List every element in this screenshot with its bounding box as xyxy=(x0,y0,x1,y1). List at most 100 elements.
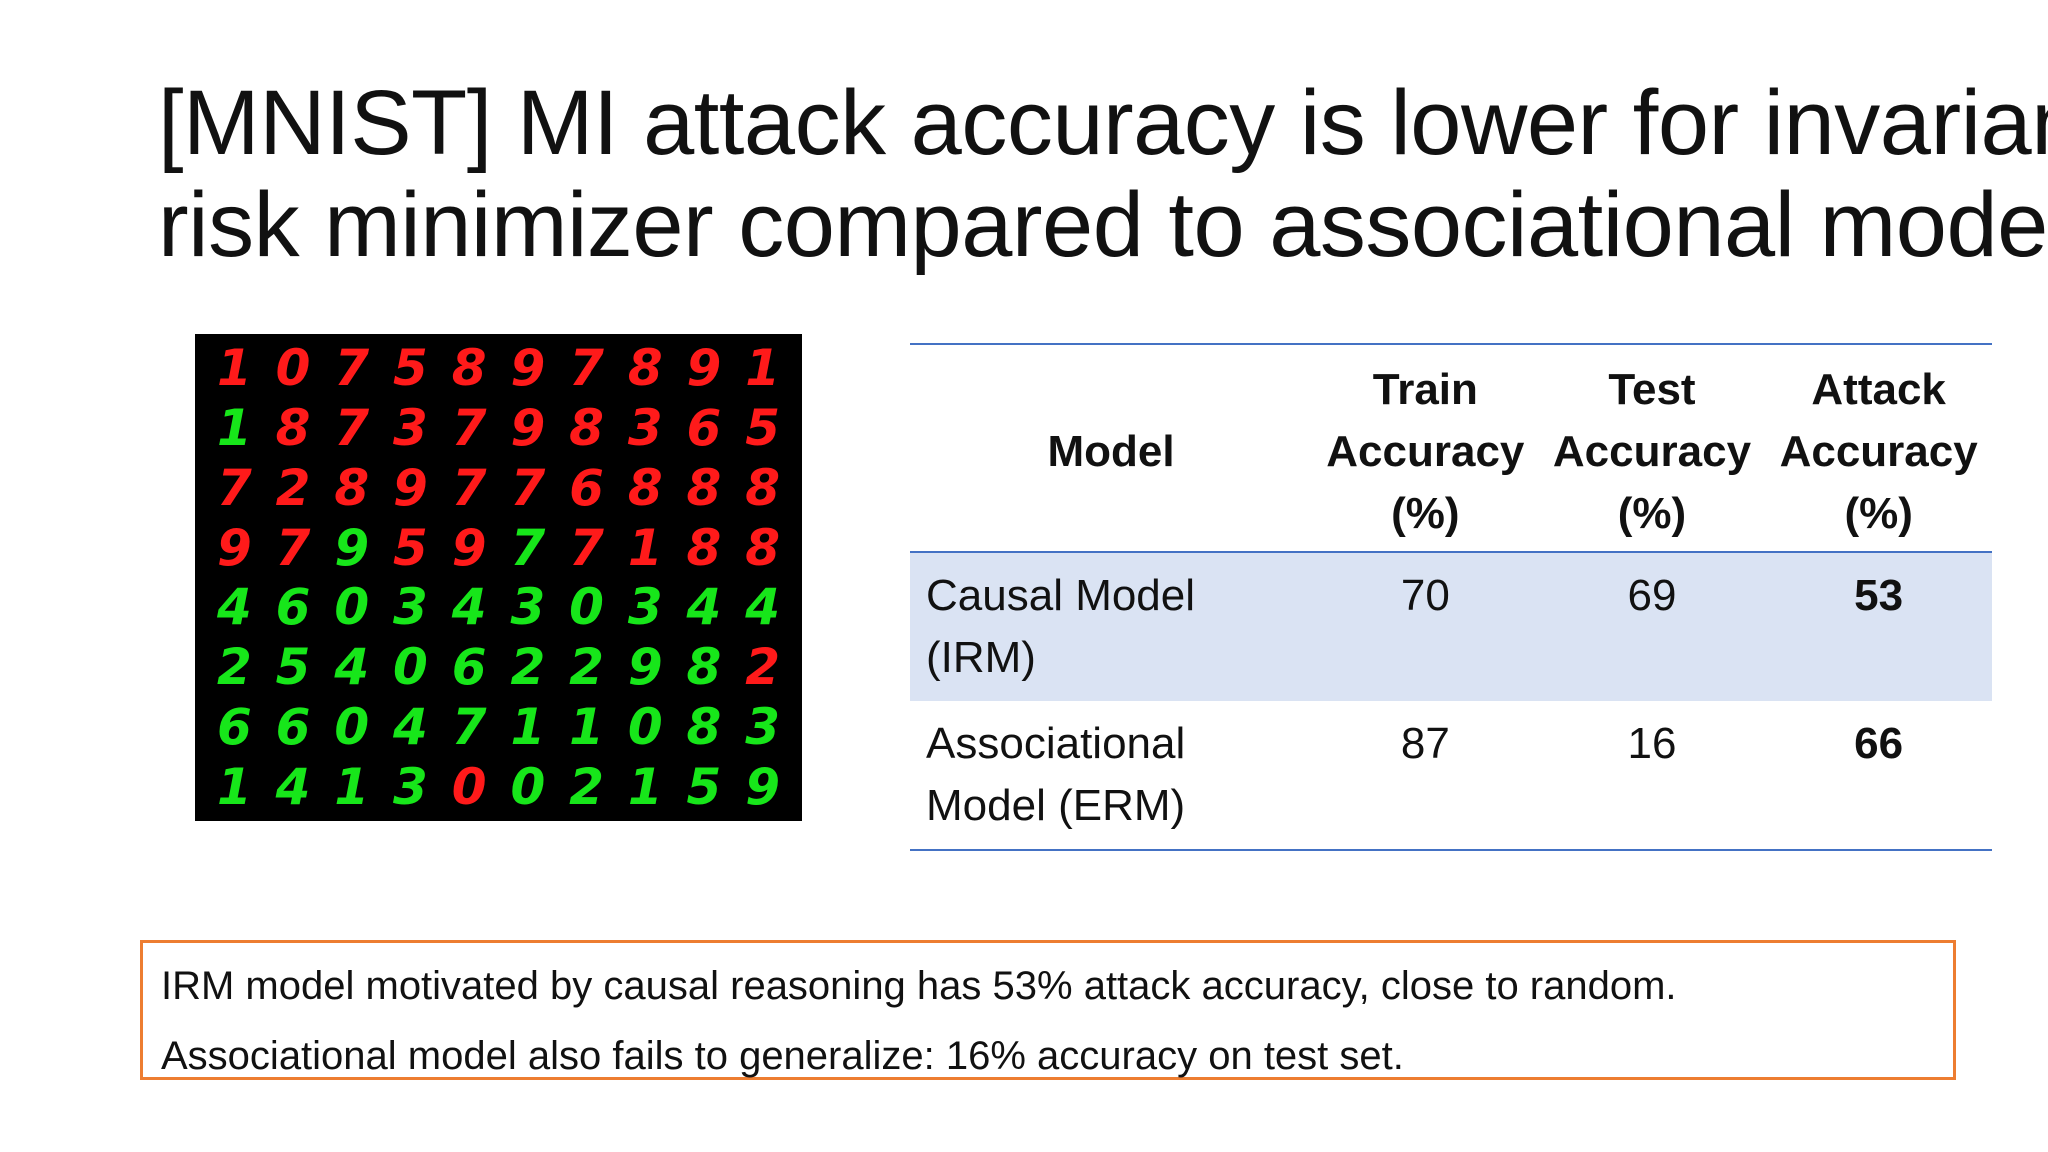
mnist-digit: 2 xyxy=(745,638,781,697)
mnist-digit: 7 xyxy=(334,338,370,397)
mnist-digit: 3 xyxy=(627,578,663,637)
header-model: Model xyxy=(1047,427,1175,476)
mnist-digit: 9 xyxy=(510,338,546,397)
mnist-digit: 8 xyxy=(686,698,722,757)
mnist-digit: 1 xyxy=(216,398,252,457)
mnist-digit: 7 xyxy=(451,398,487,457)
mnist-digit: 8 xyxy=(686,458,722,517)
mnist-digit: 1 xyxy=(627,518,663,577)
mnist-digit: 8 xyxy=(686,518,722,577)
header-attack-accuracy: Attack Accuracy (%) xyxy=(1779,365,1978,538)
cell-train-irm: 70 xyxy=(1312,552,1539,701)
mnist-digit: 4 xyxy=(686,578,722,637)
slide-title-line-2: risk minimizer compared to associational… xyxy=(158,174,2048,276)
mnist-digit: 7 xyxy=(510,458,546,517)
mnist-digit: 9 xyxy=(686,338,722,397)
mnist-digit: 7 xyxy=(569,518,604,577)
results-table: Model Train Accuracy (%) Test Accuracy (… xyxy=(910,343,1992,851)
mnist-digit: 1 xyxy=(569,698,604,757)
mnist-digit: 3 xyxy=(510,578,546,637)
mnist-digit: 1 xyxy=(216,338,252,397)
mnist-digit: 4 xyxy=(275,758,311,817)
mnist-digit: 1 xyxy=(216,758,252,817)
mnist-digit: 2 xyxy=(510,638,546,697)
mnist-digit: 4 xyxy=(393,698,428,757)
mnist-digit: 8 xyxy=(451,338,487,397)
slide-title: [MNIST] MI attack accuracy is lower for … xyxy=(158,72,2048,276)
mnist-digit: 3 xyxy=(627,398,663,457)
mnist-digit: 5 xyxy=(393,518,428,577)
mnist-digit: 9 xyxy=(393,458,428,517)
mnist-digit: 0 xyxy=(569,578,604,637)
mnist-digit: 7 xyxy=(451,698,487,757)
mnist-digit: 7 xyxy=(569,338,604,397)
mnist-digit: 8 xyxy=(745,518,781,577)
cell-test-erm: 16 xyxy=(1627,719,1677,768)
header-train-accuracy: Train Accuracy (%) xyxy=(1326,365,1525,538)
mnist-digit: 9 xyxy=(216,518,252,577)
takeaway-box: IRM model motivated by causal reasoning … xyxy=(140,940,1956,1080)
mnist-digit: 2 xyxy=(216,638,252,697)
mnist-digit: 9 xyxy=(451,518,487,577)
mnist-digit: 1 xyxy=(510,698,546,757)
mnist-digit: 0 xyxy=(510,758,546,817)
mnist-digit: 8 xyxy=(627,458,663,517)
mnist-digit: 2 xyxy=(275,458,311,517)
mnist-digit: 0 xyxy=(334,578,370,637)
takeaway-line-2: Associational model also fails to genera… xyxy=(161,1034,1404,1078)
mnist-digit: 7 xyxy=(334,398,370,457)
mnist-digit: 9 xyxy=(627,638,663,697)
mnist-digit: 9 xyxy=(510,398,546,457)
table-row-erm: Associational Model (ERM) 87 16 66 xyxy=(910,701,1992,850)
mnist-digit: 7 xyxy=(510,518,546,577)
mnist-digit: 6 xyxy=(275,578,311,637)
mnist-digit: 2 xyxy=(569,758,604,817)
mnist-digit: 3 xyxy=(745,698,781,757)
mnist-digit: 8 xyxy=(275,398,311,457)
mnist-digit: 8 xyxy=(569,398,604,457)
cell-attack-erm: 66 xyxy=(1854,719,1904,768)
mnist-digit: 5 xyxy=(275,638,311,697)
mnist-digit: 3 xyxy=(393,398,428,457)
cell-test-irm: 69 xyxy=(1538,552,1766,701)
mnist-digit: 5 xyxy=(393,338,428,397)
mnist-digit: 6 xyxy=(216,698,252,757)
mnist-digit: 1 xyxy=(745,338,781,397)
mnist-digit: 0 xyxy=(393,638,428,697)
mnist-digit: 7 xyxy=(275,518,311,577)
cell-model-irm: Causal Model (IRM) xyxy=(910,552,1312,701)
mnist-digit: 1 xyxy=(627,758,663,817)
cell-attack-irm: 53 xyxy=(1765,552,1992,701)
mnist-digit: 3 xyxy=(393,578,428,637)
cell-model-erm: Associational Model (ERM) xyxy=(926,719,1186,830)
mnist-digit: 2 xyxy=(569,638,604,697)
mnist-digit: 9 xyxy=(745,758,781,817)
mnist-digit: 4 xyxy=(216,578,252,637)
header-test-accuracy: Test Accuracy (%) xyxy=(1552,365,1752,538)
mnist-digit: 6 xyxy=(569,458,604,517)
mnist-digit: 0 xyxy=(627,698,663,757)
mnist-digit: 6 xyxy=(451,638,487,697)
mnist-digit: 9 xyxy=(334,518,370,577)
slide-title-line-1: [MNIST] MI attack accuracy is lower for … xyxy=(158,72,2048,174)
mnist-digit: 8 xyxy=(334,458,370,517)
mnist-digit: 0 xyxy=(275,338,311,397)
mnist-digit: 1 xyxy=(334,758,370,817)
mnist-digit: 4 xyxy=(745,578,781,637)
mnist-digit: 8 xyxy=(745,458,781,517)
mnist-digit: 7 xyxy=(216,458,252,517)
mnist-digit: 8 xyxy=(686,638,722,697)
mnist-digit: 3 xyxy=(393,758,428,817)
takeaway-line-1: IRM model motivated by causal reasoning … xyxy=(161,964,1677,1008)
mnist-digit: 0 xyxy=(334,698,370,757)
mnist-digit: 5 xyxy=(745,398,781,457)
mnist-digit: 7 xyxy=(451,458,487,517)
table-row-irm: Causal Model (IRM) 70 69 53 xyxy=(910,552,1992,701)
mnist-digit: 6 xyxy=(686,398,722,457)
mnist-digit: 8 xyxy=(627,338,663,397)
cell-train-erm: 87 xyxy=(1400,719,1450,768)
mnist-digit: 4 xyxy=(451,578,487,637)
mnist-digit: 0 xyxy=(451,758,487,817)
table-header-row: Model Train Accuracy (%) Test Accuracy (… xyxy=(910,344,1992,552)
